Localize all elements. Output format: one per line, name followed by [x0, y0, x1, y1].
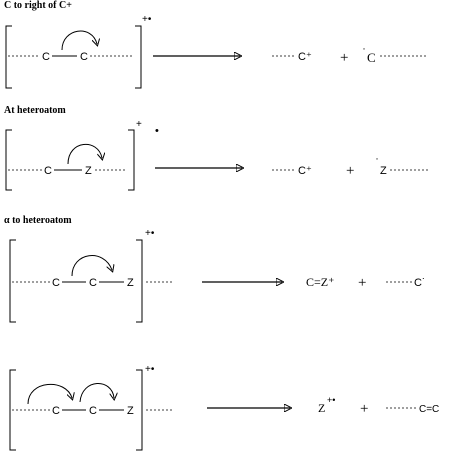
atom-c2: C [89, 405, 97, 417]
right-bracket [128, 129, 135, 191]
plus-sign: + [360, 401, 368, 417]
curved-arrow [71, 255, 112, 277]
heading-top: C to right of C+ [4, 0, 72, 11]
atom-z: Z [127, 405, 134, 417]
carbocation: C⁺ [298, 165, 312, 177]
atom-c1: C [42, 51, 50, 63]
cation-charge: + [136, 119, 142, 130]
heteroatom-product: Z [318, 401, 325, 415]
atom-c: C [44, 165, 52, 177]
radical-cation-charge: +• [142, 14, 152, 25]
plus-sign: + [346, 163, 354, 179]
atom-c1: C [52, 277, 60, 289]
curved-arrow [67, 143, 102, 165]
left-bracket [5, 25, 12, 89]
reaction-3: C C Z +• C=Z⁺ + C˙ [9, 228, 426, 323]
atom-c2: C [80, 51, 88, 63]
right-bracket [135, 25, 142, 89]
curved-arrow [61, 30, 97, 51]
curved-arrow [79, 383, 114, 403]
radical-cation-charge: +• [145, 364, 155, 375]
atom-z: Z [85, 165, 92, 177]
reaction-2: C Z + • C⁺ + ˙ Z [5, 119, 430, 191]
alkene-product: C=C [419, 404, 439, 415]
left-bracket [9, 369, 16, 451]
radical-cation-charge: +• [145, 228, 155, 239]
radical-cation-charge: +• [327, 395, 335, 405]
atom-z: Z [127, 277, 134, 289]
left-bracket [5, 129, 12, 191]
right-bracket [136, 369, 143, 451]
right-bracket [136, 239, 143, 323]
oxonium-ion: C=Z⁺ [306, 275, 334, 289]
atom-c1: C [52, 405, 60, 417]
radical-dot: • [155, 125, 159, 137]
radical-dot: ˙ [375, 155, 379, 169]
plus-sign: + [358, 275, 366, 291]
carbocation: C⁺ [298, 51, 312, 63]
plus-sign: + [340, 50, 348, 66]
heading-heteroatom: At heteroatom [4, 105, 66, 116]
left-bracket [9, 239, 16, 323]
heading-alpha: α to heteroatom [4, 215, 72, 226]
radical-heteroatom: Z [380, 165, 387, 177]
radical-carbon: C˙ [414, 277, 426, 289]
atom-c2: C [89, 277, 97, 289]
radical-dot: ˙ [362, 45, 366, 59]
reaction-4: C C Z +• Z +• + C=C [9, 364, 439, 451]
curved-arrow [27, 384, 72, 405]
radical-carbon: C [367, 50, 376, 65]
reaction-1: C C +• C⁺ + ˙ C [5, 14, 428, 89]
